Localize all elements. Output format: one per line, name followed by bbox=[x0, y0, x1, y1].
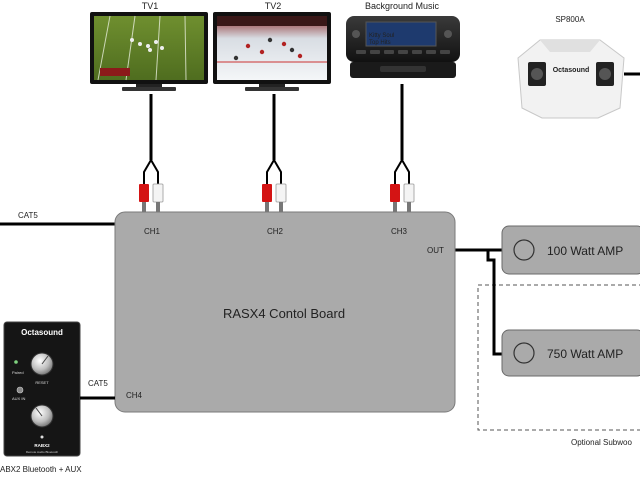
radio-left-knob bbox=[352, 30, 360, 38]
bluetooth-brand: Octasound bbox=[21, 328, 63, 337]
bluetooth-volume-knob-indicator bbox=[35, 407, 43, 417]
amp-750-body bbox=[501, 329, 640, 377]
radio-display-line-2: Kitty Soul bbox=[369, 33, 394, 39]
ch2-rca-white-plug bbox=[275, 183, 287, 203]
rasx4-control-board: RASX4 Contol Board CH1 CH2 CH3 CH4 OUT bbox=[114, 211, 456, 413]
ch1-rca-red-plug bbox=[139, 184, 149, 202]
sp800a-speaker: Octasound SP800A bbox=[517, 15, 640, 119]
radio-display bbox=[365, 21, 437, 47]
optional-subwoofer-region bbox=[477, 284, 640, 431]
background-music-label: Background Music bbox=[365, 1, 440, 11]
ch3-label: CH3 bbox=[391, 227, 408, 236]
amp-100-body bbox=[501, 225, 640, 275]
amp-100-watt: 100 Watt AMP bbox=[501, 225, 640, 275]
optional-subwoofer-label: Optional Subwoo bbox=[571, 438, 632, 447]
amp-100-label: 100 Watt AMP bbox=[547, 244, 623, 258]
ch3-rca-white-plug bbox=[403, 183, 415, 203]
out-cables bbox=[453, 248, 504, 356]
bluetooth-model-sub-label: Remote Audio Bluetooth bbox=[26, 450, 59, 454]
tv2-label: TV2 bbox=[265, 1, 282, 11]
background-music-receiver: Kitty Soul Top Hits Background Music bbox=[346, 1, 460, 78]
tv2-crowd bbox=[217, 16, 327, 26]
radio-right-knob bbox=[444, 30, 452, 38]
tv2-stand-base bbox=[245, 87, 299, 91]
tv1-score-graphic bbox=[100, 68, 130, 76]
bluetooth-reset-label: RESET bbox=[35, 380, 49, 385]
ch1-cable bbox=[139, 94, 164, 212]
ch3-cable bbox=[390, 84, 415, 212]
bluetooth-label: ABX2 Bluetooth + AUX bbox=[0, 465, 82, 474]
ch3-rca-red-plug bbox=[390, 184, 400, 202]
aux-in-label: AUX IN bbox=[12, 396, 25, 401]
speaker-brand: Octasound bbox=[553, 67, 590, 74]
ch1-rca-white-plug bbox=[152, 183, 164, 203]
ch1-rca-red-tip bbox=[142, 202, 146, 212]
ch3-rca-white-tip bbox=[407, 202, 411, 212]
amp-750-knob-icon bbox=[513, 342, 535, 364]
ch2-rca-white-tip bbox=[279, 202, 283, 212]
tv2-screen bbox=[217, 16, 327, 80]
tv1-stand-neck bbox=[136, 84, 162, 88]
tv2-stand-neck bbox=[259, 84, 285, 88]
bluetooth-faceplate bbox=[3, 321, 81, 457]
bluetooth-paired-led-icon bbox=[14, 360, 18, 364]
bluetooth-paired-label: Paired bbox=[12, 370, 24, 375]
radio-display-line-3: Top Hits bbox=[369, 40, 391, 46]
speaker-right-cone bbox=[599, 68, 611, 80]
radio-dock-logo bbox=[380, 66, 426, 72]
ch2-label: CH2 bbox=[267, 227, 284, 236]
ch4-label: CH4 bbox=[126, 391, 143, 400]
ch2-rca-red-tip bbox=[265, 202, 269, 212]
cat5-left-label: CAT5 bbox=[18, 211, 38, 220]
ch3-rca-red-tip bbox=[393, 202, 397, 212]
amp-100-knob-icon bbox=[513, 239, 535, 261]
speaker-top-face bbox=[540, 40, 600, 52]
tv2: TV2 bbox=[213, 1, 331, 91]
tv2-players bbox=[245, 41, 303, 59]
bluetooth-reset-knob-indicator bbox=[41, 355, 49, 365]
abx2-bluetooth-module: Octasound Paired RESET AUX IN RABX2 Remo… bbox=[0, 321, 82, 474]
tv1: TV1 bbox=[90, 1, 208, 91]
tv1-label: TV1 bbox=[142, 1, 159, 11]
tv1-players bbox=[130, 38, 164, 52]
ch1-label: CH1 bbox=[144, 227, 161, 236]
speaker-left-cone bbox=[531, 68, 543, 80]
source-cables bbox=[139, 84, 415, 212]
control-board-body bbox=[114, 211, 456, 413]
bluetooth-status-led-icon bbox=[40, 435, 44, 439]
aux-jack-icon bbox=[16, 386, 24, 394]
amp-750-label: 750 Watt AMP bbox=[547, 347, 623, 361]
bluetooth-model-label: RABX2 bbox=[34, 443, 50, 448]
tv1-stand-base bbox=[122, 87, 176, 91]
ch1-rca-white-tip bbox=[156, 202, 160, 212]
ch2-rca-red-plug bbox=[262, 184, 272, 202]
sp800a-label: SP800A bbox=[555, 15, 585, 24]
control-board-title: RASX4 Contol Board bbox=[223, 306, 345, 321]
cat5-bottom-label: CAT5 bbox=[88, 379, 108, 388]
radio-buttons bbox=[356, 50, 450, 54]
tv2-players-dark bbox=[233, 37, 295, 61]
amp-750-watt: 750 Watt AMP bbox=[501, 329, 640, 377]
ch2-cable bbox=[262, 94, 287, 212]
out-label: OUT bbox=[427, 246, 444, 255]
